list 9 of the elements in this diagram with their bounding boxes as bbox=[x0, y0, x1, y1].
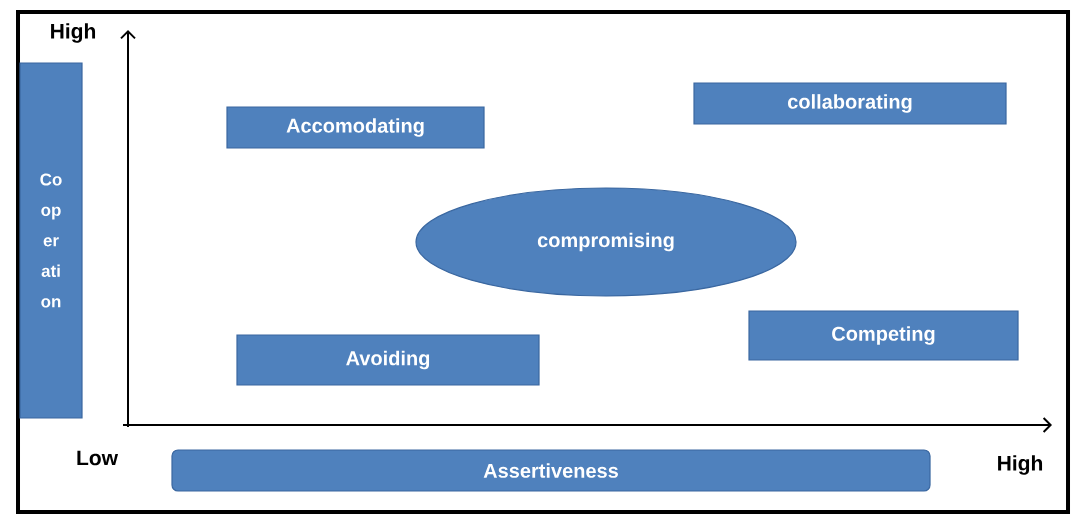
style-box: Competing bbox=[748, 310, 1019, 361]
axis-title-box: Cooperation bbox=[19, 62, 83, 419]
style-box: collaborating bbox=[693, 82, 1007, 125]
style-box: Avoiding bbox=[236, 334, 540, 386]
axis-title-box: Assertiveness bbox=[171, 449, 931, 492]
axis-end-label: High bbox=[998, 455, 1043, 475]
axis-end-label: High bbox=[51, 23, 96, 43]
axis-end-label: Low bbox=[77, 450, 119, 466]
style-box: Accomodating bbox=[226, 106, 485, 149]
